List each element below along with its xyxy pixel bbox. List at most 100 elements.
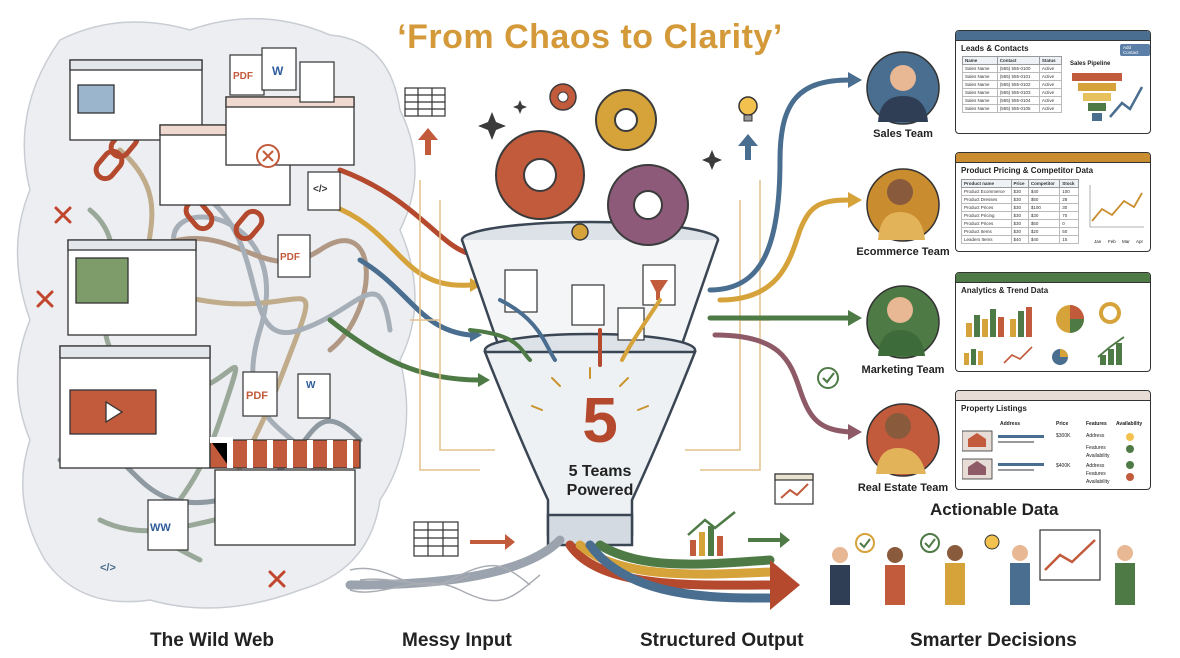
gears (478, 83, 722, 246)
caption-messy-input: Messy Input (402, 630, 512, 651)
cell: $30 (1027, 211, 1061, 220)
cell: 100 (1059, 187, 1079, 196)
web-windows (59, 59, 361, 546)
pricing-col-product: Product name (961, 179, 1012, 188)
listing-rows-graphic (962, 430, 1134, 481)
cell: (555) 555-0105 (996, 104, 1040, 113)
listing-col-address: Address (1000, 421, 1021, 427)
spreadsheet-icon-top (404, 87, 446, 117)
team-label-ecommerce: Ecommerce Team (856, 246, 950, 258)
cell: (555) 555-0102 (996, 80, 1040, 89)
word-icon-3: WW (150, 522, 171, 534)
error-marks (36, 206, 286, 588)
cell: Sales Name (962, 80, 998, 89)
listing-2-extra: Features (1086, 471, 1106, 477)
caption-actionable-data: Actionable Data (930, 500, 1059, 519)
cell: (555) 555-0100 (996, 64, 1040, 73)
document-icons (147, 47, 341, 551)
code-icon-2: </> (100, 562, 116, 574)
sales-panel-title: Leads & Contacts (961, 44, 1029, 53)
messy-scribbles (349, 564, 541, 602)
realestate-panel-title: Property Listings (961, 404, 1027, 413)
cell: Active (1038, 104, 1063, 113)
sparkles (478, 100, 722, 170)
listing-2-price: $400K (1056, 463, 1071, 469)
listing-col-features: Features (1086, 421, 1107, 427)
price-chart-tick-feb: Feb (1108, 239, 1116, 244)
cell: $30 (1010, 195, 1029, 204)
cell: $30 (1010, 227, 1029, 236)
output-streams (345, 535, 775, 603)
cell: Product Prices (961, 219, 1012, 228)
cell: $40 (1027, 187, 1061, 196)
listing-1-price: $300K (1056, 433, 1071, 439)
leads-table: Name Contact Status Sales Name(555) 555-… (962, 56, 1063, 113)
cell: Active (1038, 64, 1063, 73)
caption-wild-web: The Wild Web (150, 630, 275, 651)
check-circle-icon (817, 367, 839, 389)
listing-1-extra: Features (1086, 445, 1106, 451)
add-contact-button[interactable]: Add Contact (1120, 44, 1150, 56)
listing-col-price: Price (1056, 421, 1069, 427)
input-streams (327, 167, 483, 383)
funnel-label-line2: Powered (566, 482, 634, 499)
realestate-panel: Property Listings Address Price Features… (955, 390, 1151, 490)
cell: (555) 555-0104 (996, 96, 1040, 105)
cell: Product Prices (961, 203, 1012, 212)
caption-structured-output: Structured Output (640, 630, 804, 651)
leads-col-name: Name (962, 56, 998, 65)
cell: Sales Name (962, 88, 998, 97)
cell: $50 (1027, 219, 1061, 228)
up-arrows (418, 128, 758, 160)
cell: Active (1038, 72, 1063, 81)
marketing-panel-title: Analytics & Trend Data (961, 286, 1049, 295)
word-icon-2: W (306, 380, 316, 391)
funnel-label: 5 Teams Powered (532, 462, 668, 500)
ecommerce-panel-bar (956, 153, 1150, 163)
funnel-inner-streams (468, 298, 662, 367)
cell: $30 (1010, 203, 1029, 212)
pricing-table: Product name Price Competitor Stock Prod… (961, 179, 1079, 244)
cell: 70 (1059, 211, 1079, 220)
cell: Active (1038, 96, 1063, 105)
marketing-panel: Analytics & Trend Data (955, 272, 1151, 372)
cell: Product Pricing (961, 211, 1012, 220)
cell: (555) 555-0103 (996, 88, 1040, 97)
analytics-charts (964, 302, 1125, 365)
sales-pipeline-funnel (1072, 73, 1144, 121)
sales-panel-bar (956, 31, 1150, 41)
cell: $40 (1010, 235, 1029, 244)
growth-chart-icon (687, 511, 790, 556)
cell: (555) 555-0101 (996, 72, 1040, 81)
cell: $40 (1027, 235, 1061, 244)
cell: $30 (1010, 219, 1029, 228)
pricing-col-competitor: Competitor (1027, 179, 1061, 188)
cell: 30 (1059, 203, 1079, 212)
cell: Product Dresses (961, 195, 1012, 204)
pdf-icon: PDF (233, 71, 253, 82)
price-chart-tick-mar: Mar (1122, 239, 1130, 244)
cell: 50 (1059, 227, 1079, 236)
team-arrowheads (848, 72, 862, 440)
sales-pipeline-title: Sales Pipeline (1070, 61, 1111, 67)
team-label-realestate: Real Estate Team (857, 482, 949, 494)
mini-browser-chart (774, 473, 814, 505)
cell: $30 (1010, 187, 1029, 196)
caption-smarter-decisions: Smarter Decisions (910, 630, 1077, 651)
ecommerce-panel: Product Pricing & Competitor Data Produc… (955, 152, 1151, 252)
cell: $100 (1027, 203, 1061, 212)
